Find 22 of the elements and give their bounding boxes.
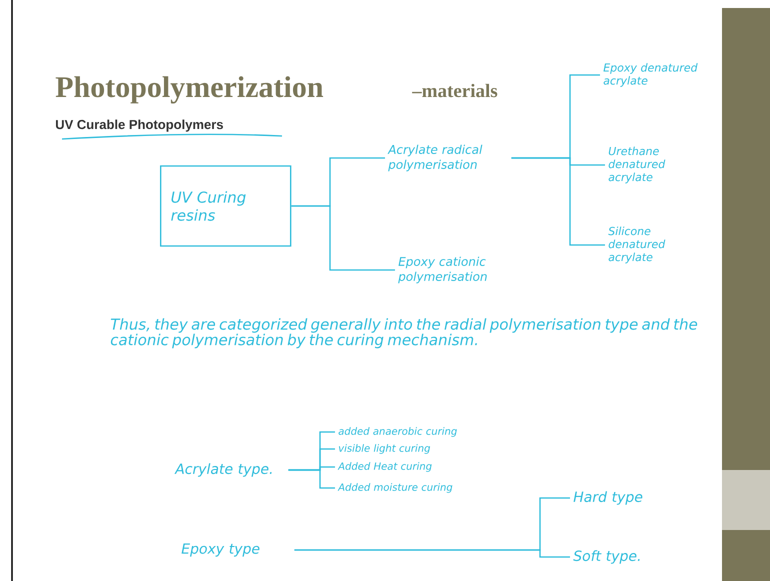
handwritten-label: Epoxy cationic polymerisation bbox=[398, 256, 487, 284]
handwritten-label: Acrylate type. bbox=[174, 463, 272, 477]
connector-line bbox=[288, 469, 335, 489]
note-text: Thus, they are categorized generally into the radial polymerisation type and the cationic polymerisation by the curing mechanism. bbox=[110, 318, 698, 348]
connector-line bbox=[291, 205, 395, 271]
handwritten-label: Acrylate radical polymerisation bbox=[388, 144, 482, 172]
title: Photopolymerization bbox=[56, 76, 324, 104]
handwritten-label: added anaerobic curing bbox=[338, 427, 457, 437]
handwritten-label: Epoxy type bbox=[182, 543, 260, 557]
handwritten-label: Silicone denatured acrylate bbox=[608, 226, 666, 264]
connector-line bbox=[294, 549, 570, 558]
resin-box: UV Curing resins bbox=[160, 165, 292, 247]
handwritten-label: Urethane denatured acrylate bbox=[608, 146, 666, 184]
handwritten-label: Added moisture curing bbox=[338, 483, 452, 493]
subtitle: –materials bbox=[412, 84, 498, 98]
handwritten-label: Hard type bbox=[574, 491, 642, 505]
handwritten-label: Epoxy denatured acrylate bbox=[604, 63, 698, 87]
subheading: UV Curable Photopolymers bbox=[56, 120, 223, 132]
connector-line bbox=[511, 157, 605, 246]
handwritten-label: Soft type. bbox=[573, 550, 640, 564]
handwritten-label: Added Heat curing bbox=[338, 462, 432, 472]
handwritten-label: visible light curing bbox=[338, 444, 430, 454]
